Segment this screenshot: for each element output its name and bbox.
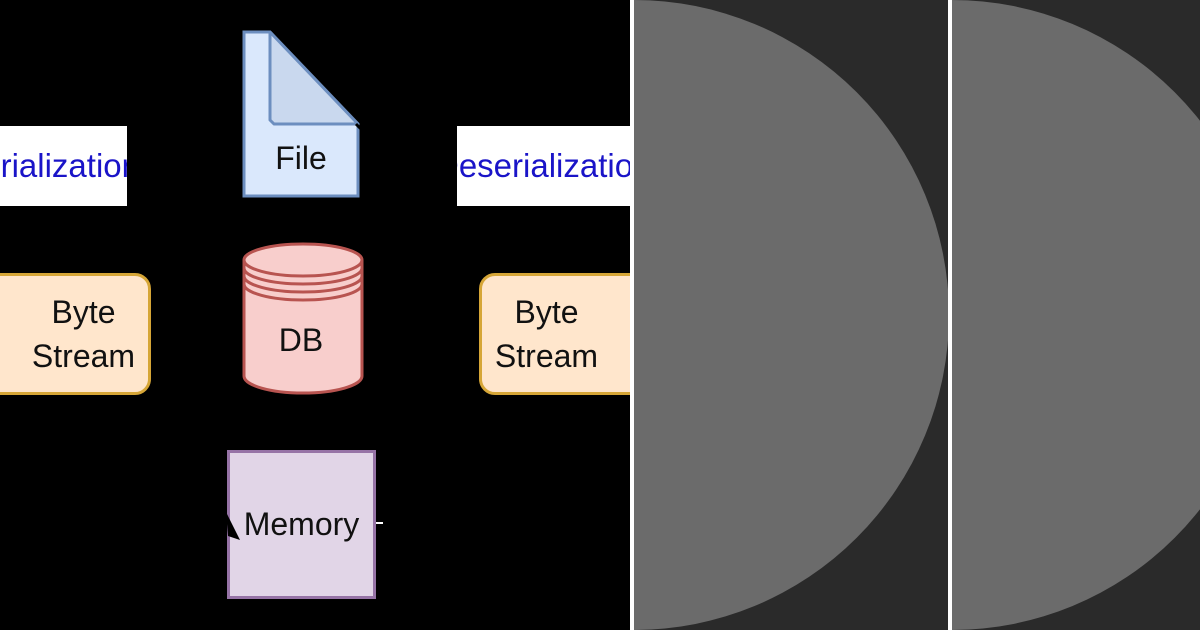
memory-box: Memory (227, 450, 376, 599)
panel-divider (948, 0, 952, 630)
file-label: File (275, 140, 327, 176)
file-shape (242, 30, 360, 198)
byte-stream-right-line1: Byte (514, 294, 579, 330)
memory-label: Memory (243, 506, 360, 542)
diagram-panel: Serialization File Deserialization Byte … (0, 0, 630, 630)
memory-arrow-head (226, 512, 240, 540)
file-fold (268, 30, 360, 126)
serialization-text: Serialization (0, 147, 127, 184)
half-circle-panel-1 (634, 0, 948, 630)
db-cylinder (242, 242, 364, 395)
half-circle-panel-2 (952, 0, 1200, 630)
half-circle-shape (952, 0, 1200, 630)
file-corner-stub (354, 122, 364, 132)
byte-stream-right-line2: Stream (494, 338, 599, 374)
serialization-label: Serialization (0, 126, 127, 206)
byte-stream-left-line1: Byte (51, 294, 116, 330)
half-circle-shape (634, 0, 948, 630)
connector-marks (226, 122, 383, 540)
panel-divider (630, 0, 634, 630)
deserialization-label: Deserialization (457, 126, 630, 206)
byte-stream-right: Byte Stream (479, 273, 630, 395)
deserialization-text: Deserialization (457, 147, 630, 184)
byte-stream-left-line2: Stream (31, 338, 136, 374)
db-label: DB (278, 322, 324, 358)
byte-stream-left: Byte Stream (0, 273, 151, 395)
